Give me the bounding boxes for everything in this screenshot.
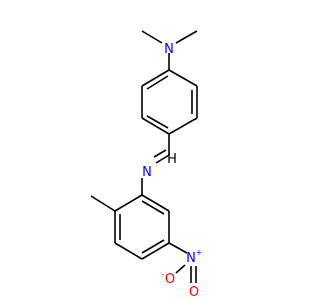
ring2-inner-bond-6 [141, 200, 165, 215]
molecule-diagram: N N H N + O - O [90, 30, 203, 300]
amine-nitrogen-label: N [164, 42, 174, 57]
bond-ring2-nitro-n [168, 242, 188, 254]
nitro-oxygen-left-label: O [165, 272, 175, 287]
nitro-nitrogen-charge: + [196, 248, 203, 257]
ring2-bond-1 [114, 194, 143, 212]
structure-svg: N N H N + O - O [90, 30, 203, 300]
ring2-inner-bond-4 [141, 239, 165, 254]
ring2-bond-3 [114, 242, 143, 260]
ring2-bond-4 [141, 242, 170, 260]
bond-nitro-o-left [175, 264, 186, 274]
imine-nitrogen-label: N [142, 165, 152, 180]
imine-hydrogen-label: H [167, 152, 177, 167]
nitro-oxygen-left-charge: - [162, 270, 165, 279]
nitro-oxygen-bottom-label: O [189, 285, 199, 300]
ring2-bond-6 [141, 194, 170, 212]
ring1-bond-6 [141, 69, 170, 87]
bond-ch-n [155, 154, 170, 164]
bond-ring2-methyl [90, 195, 116, 212]
bond-methyl2-n [175, 30, 198, 44]
ring1-inner-bond-6 [146, 75, 169, 90]
bond-methyl1-n [141, 30, 163, 44]
nitro-nitrogen-label: N [186, 251, 196, 266]
ring1-bond-4 [141, 117, 170, 135]
ring1-bond-3 [168, 117, 198, 135]
bond-ch-n-double [153, 149, 167, 158]
ring1-bond-1 [168, 69, 198, 87]
ring1-inner-bond-4 [146, 115, 169, 129]
